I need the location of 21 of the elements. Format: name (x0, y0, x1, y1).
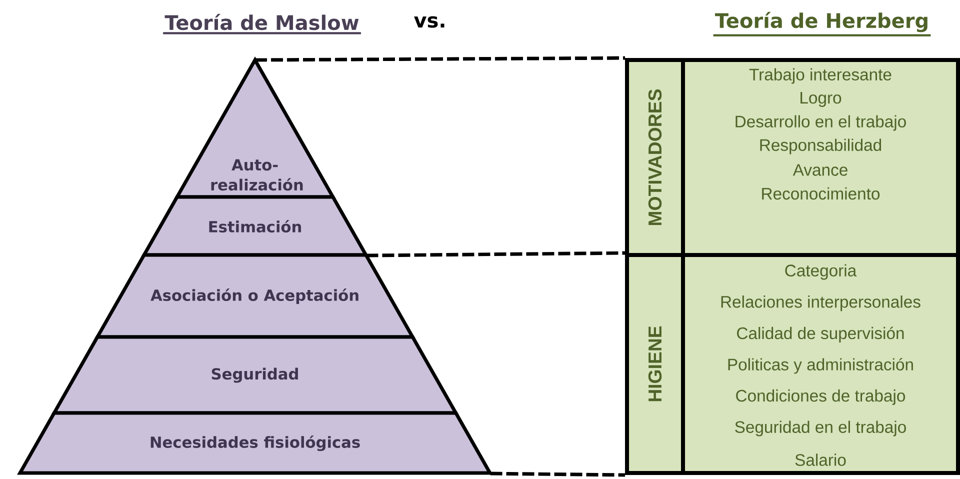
category-label: HIGIENE (648, 326, 662, 402)
list-item: Calidad de supervisión (737, 326, 904, 342)
list-item: Trabajo interesante (749, 68, 892, 84)
list-item: Relaciones interpersonales (721, 296, 920, 312)
heading: vs. (414, 16, 444, 28)
list-item: Responsabilidad (760, 138, 882, 154)
guide-line (255, 56, 626, 62)
guide-line (366, 251, 626, 258)
list-item: Logro (800, 92, 842, 107)
list-item: Avance (792, 164, 848, 176)
category-label: MOTIVADORES (648, 89, 662, 226)
list-item: Salario (795, 454, 846, 466)
list-item: Seguridad en el trabajo (735, 420, 906, 436)
guide-line (490, 472, 626, 477)
list-item: Categoria (785, 264, 857, 280)
heading: Teoría de Maslow (163, 14, 361, 34)
list-item: Politicas y administración (728, 358, 913, 374)
list-item: Condiciones de trabajo (736, 389, 905, 405)
heading: Teoría de Herzberg (713, 12, 931, 36)
list-item: Reconocimiento (762, 187, 880, 200)
list-item: Desarrollo en el trabajo (736, 115, 906, 131)
